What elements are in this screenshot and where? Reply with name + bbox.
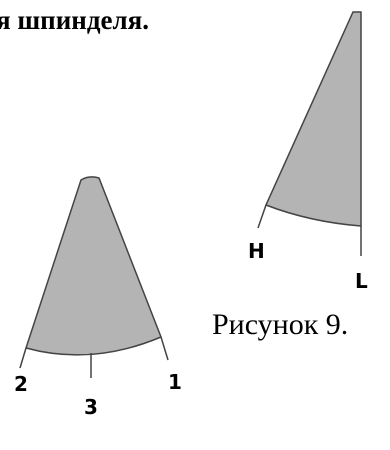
label-3: 3 (84, 395, 98, 419)
right-wedge-figure (257, 11, 362, 256)
label-2: 2 (14, 372, 28, 396)
right-wedge-h-leg (257, 204, 267, 229)
left-cone-figure (19, 176, 169, 378)
label-h: H (248, 239, 265, 263)
figure-caption: Рисунок 9. (212, 308, 349, 341)
heading-fragment: я шпинделя. (0, 5, 149, 35)
right-wedge-shape (264, 11, 362, 227)
label-l: L (355, 269, 368, 293)
left-cone-leg-1 (160, 336, 169, 361)
left-cone-leg-2 (19, 347, 27, 369)
label-1: 1 (168, 370, 182, 394)
left-cone-shape (25, 176, 162, 356)
